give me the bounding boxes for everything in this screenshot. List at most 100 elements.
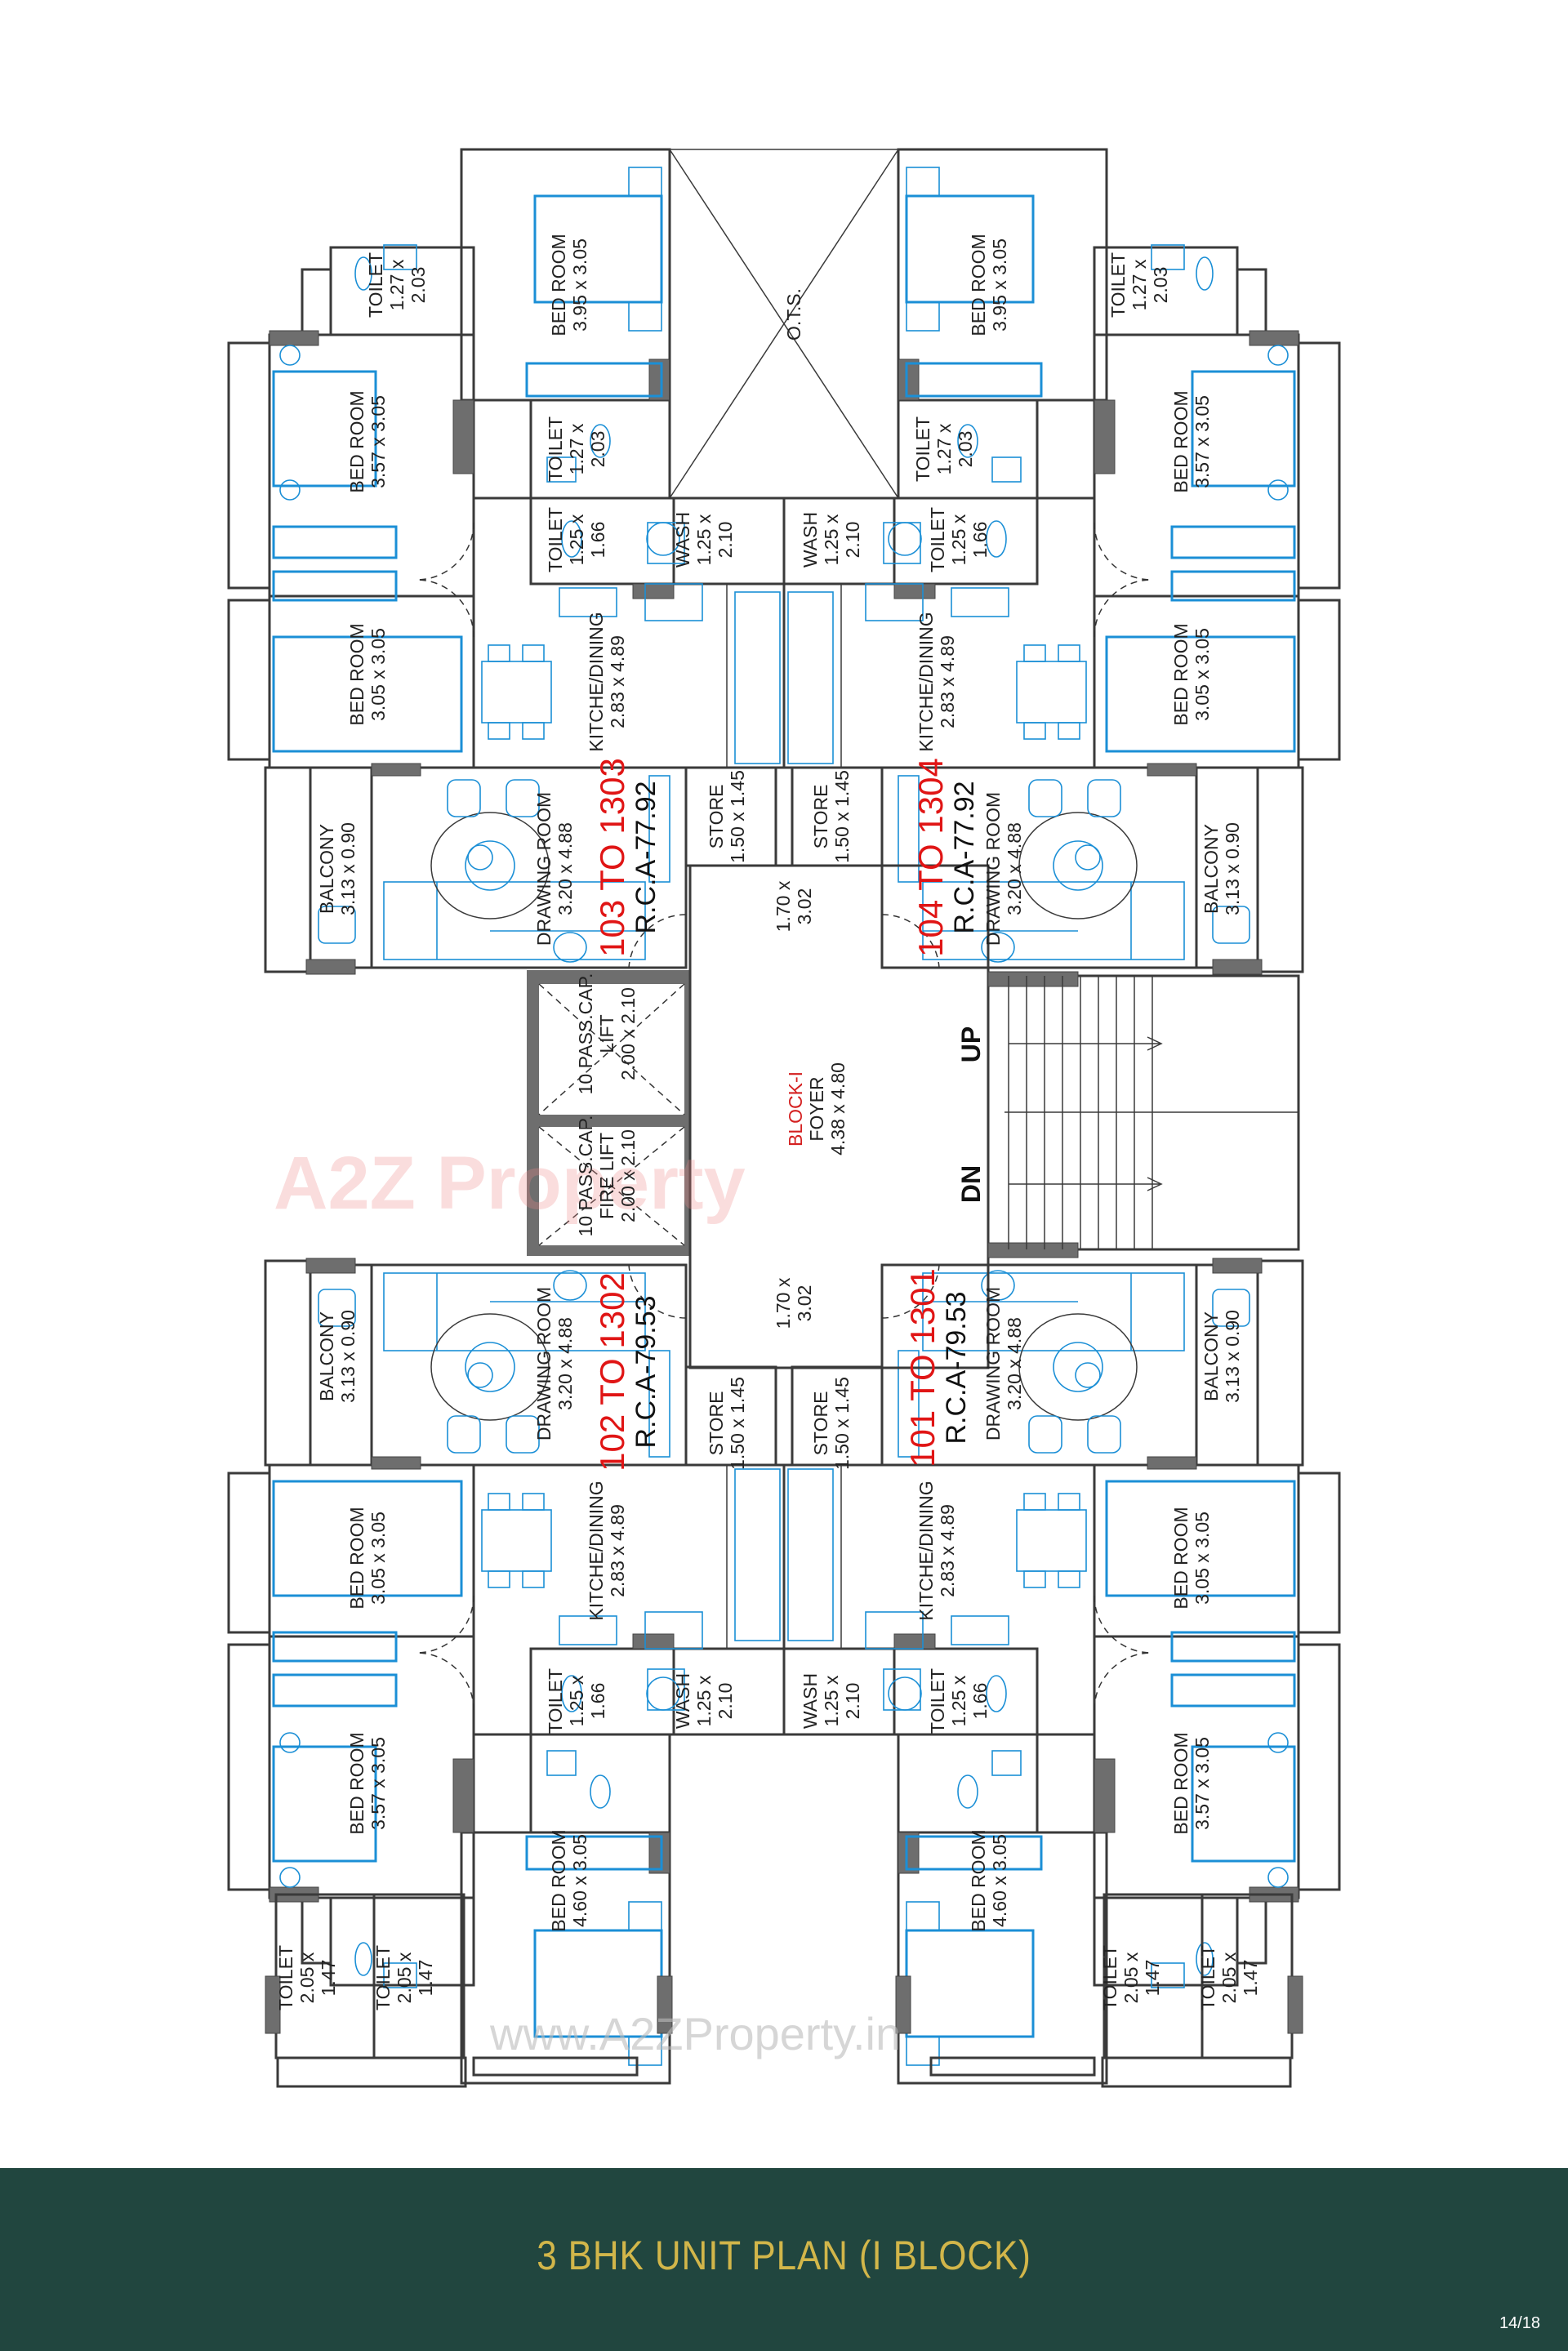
room-label-line: 1.27 x <box>1129 259 1150 310</box>
room-label-line: 2.05 x <box>394 1952 415 2003</box>
room-label-line: DRAWING ROOM <box>982 1287 1004 1440</box>
room-label: WASH1.25 x2.10 <box>672 512 736 568</box>
room-label-line: TOILET <box>912 416 933 482</box>
room-label: KITCHE/DINING2.83 x 4.89 <box>915 612 958 751</box>
url-watermark: www.A2ZProperty.in <box>489 2008 901 2059</box>
room-label-line: 3.05 x 3.05 <box>368 628 389 721</box>
room-label-line: 3.57 x 3.05 <box>1192 395 1213 488</box>
room-label-line: 2.83 x 4.89 <box>607 635 628 728</box>
room-label-line: 1.25 x <box>566 514 587 565</box>
room-label-line: O.T.S. <box>783 288 804 341</box>
room-label: BED ROOM3.57 x 3.05 <box>1170 1732 1213 1834</box>
room-label-line: TOILET <box>275 1945 296 2010</box>
room-label: STORE1.50 x 1.45 <box>810 770 853 863</box>
room-label-line: 1.25 x <box>693 1675 715 1726</box>
room-label: BED ROOM3.57 x 3.05 <box>1170 390 1213 492</box>
room-label: STORE1.50 x 1.45 <box>706 1377 748 1470</box>
room-label-line: 1.25 x <box>948 1675 969 1726</box>
room-label-line: DRAWING ROOM <box>982 792 1004 946</box>
plan-title: 3 BHK UNIT PLAN (I BLOCK) <box>537 2233 1031 2278</box>
room-label-line: 1.27 x <box>933 423 955 474</box>
room-label-line: BED ROOM <box>346 1507 368 1609</box>
room-label: TOILET1.25 x1.66 <box>927 1668 991 1734</box>
unit-101-plan <box>782 1257 1341 2085</box>
room-label-line: STORE <box>810 1391 831 1456</box>
room-label-line: 2.05 x <box>1120 1952 1142 2003</box>
room-label: BLOCK-IFOYER4.38 x 4.80 <box>785 1062 849 1155</box>
unit-label: 101 TO 1301R.C.A-79.53 <box>903 1268 972 1467</box>
unit-carpet-area: R.C.A-77.92 <box>949 781 980 933</box>
room-label: STORE1.50 x 1.45 <box>810 1377 853 1470</box>
room-label-line: WASH <box>672 512 693 568</box>
room-label: 1.70 x3.02 <box>773 1277 815 1329</box>
room-label-line: 3.20 x 4.88 <box>555 822 576 915</box>
room-label: TOILET1.25 x1.66 <box>545 507 608 572</box>
room-label-line: STORE <box>706 1391 727 1456</box>
room-label-line: KITCHE/DINING <box>915 612 937 751</box>
room-label-line: 3.05 x 3.05 <box>1192 1512 1213 1605</box>
room-label: DRAWING ROOM3.20 x 4.88 <box>533 792 576 946</box>
room-label-line: TOILET <box>1107 252 1129 318</box>
room-label-line: 2.83 x 4.89 <box>607 1504 628 1597</box>
room-label-line: 1.70 x <box>773 1277 794 1329</box>
room-label-line: KITCHE/DINING <box>586 612 607 751</box>
room-label-line: LIFT <box>596 1014 617 1053</box>
stair-arrow <box>1009 1177 1163 1191</box>
room-label: TOILET1.25 x1.66 <box>545 1668 608 1734</box>
room-label-line: STORE <box>810 785 831 849</box>
room-label-line: KITCHE/DINING <box>586 1481 607 1620</box>
room-label: STORE1.50 x 1.45 <box>706 770 748 863</box>
room-label-line: BALCONY <box>316 824 337 914</box>
room-label: BED ROOM3.05 x 3.05 <box>346 623 389 725</box>
room-label-line: BED ROOM <box>968 234 989 336</box>
room-label-line: 3.57 x 3.05 <box>1192 1737 1213 1830</box>
room-label-line: 1.50 x 1.45 <box>727 770 748 863</box>
room-label-line: 2.83 x 4.89 <box>937 635 958 728</box>
unit-number: 101 TO 1301 <box>903 1268 942 1467</box>
footer-banner: 3 BHK UNIT PLAN (I BLOCK) 14/18 <box>0 2168 1568 2351</box>
room-label: TOILET1.27 x2.03 <box>1107 252 1171 318</box>
room-label-line: BALCONY <box>316 1311 337 1401</box>
unit-label: 104 TO 1304R.C.A-77.92 <box>911 758 980 957</box>
room-label-line: 3.05 x 3.05 <box>1192 628 1213 721</box>
room-label-line: 1.66 <box>969 522 991 559</box>
room-label: BED ROOM3.05 x 3.05 <box>1170 1507 1213 1609</box>
room-label-line: STORE <box>706 785 727 849</box>
room-label-line: 4.38 x 4.80 <box>827 1062 849 1155</box>
room-label-line: 4.60 x 3.05 <box>989 1834 1010 1927</box>
room-label-line: 3.57 x 3.05 <box>368 1737 389 1830</box>
room-label-line: BLOCK-I <box>785 1071 806 1147</box>
room-label-line: 1.50 x 1.45 <box>727 1377 748 1470</box>
room-label-line: BED ROOM <box>548 1829 569 1931</box>
room-label: KITCHE/DINING2.83 x 4.89 <box>586 612 628 751</box>
room-label-line: 10 PASS.CAP. <box>575 1115 596 1237</box>
room-label-line: 2.83 x 4.89 <box>937 1504 958 1597</box>
room-label-line: BALCONY <box>1200 824 1222 914</box>
room-label-line: 1.47 <box>1142 1960 1163 1997</box>
unit-carpet-area: R.C.A-77.92 <box>630 781 662 933</box>
room-label-line: 2.10 <box>715 522 736 559</box>
room-label-line: BED ROOM <box>346 390 368 492</box>
room-label: BALCONY3.13 x 0.90 <box>316 822 359 915</box>
room-label-line: 1.50 x 1.45 <box>831 770 853 863</box>
unit-104-plan <box>782 148 1341 976</box>
room-label-line: 2.00 x 2.10 <box>617 987 639 1080</box>
room-label: BED ROOM4.60 x 3.05 <box>968 1829 1010 1931</box>
room-label: BED ROOM3.05 x 3.05 <box>1170 623 1213 725</box>
unit-number: 104 TO 1304 <box>911 758 950 957</box>
room-label-line: WASH <box>800 1673 821 1729</box>
room-label: BED ROOM3.05 x 3.05 <box>346 1507 389 1609</box>
room-label-line: 3.05 x 3.05 <box>368 1512 389 1605</box>
room-label-line: 1.66 <box>969 1683 991 1720</box>
open-to-sky <box>669 149 899 499</box>
room-label: WASH1.25 x2.10 <box>800 1673 863 1729</box>
room-label: TOILET1.27 x2.03 <box>912 416 976 482</box>
room-label-line: 1.25 x <box>948 514 969 565</box>
unit-number: 103 TO 1303 <box>593 758 631 957</box>
room-label: DRAWING ROOM3.20 x 4.88 <box>533 1287 576 1440</box>
unit-carpet-area: R.C.A-79.53 <box>941 1291 972 1444</box>
room-label-line: 3.02 <box>794 888 815 925</box>
room-label-line: TOILET <box>927 1668 948 1734</box>
room-label: BALCONY3.13 x 0.90 <box>1200 1310 1243 1403</box>
room-label-line: 2.03 <box>587 431 608 468</box>
